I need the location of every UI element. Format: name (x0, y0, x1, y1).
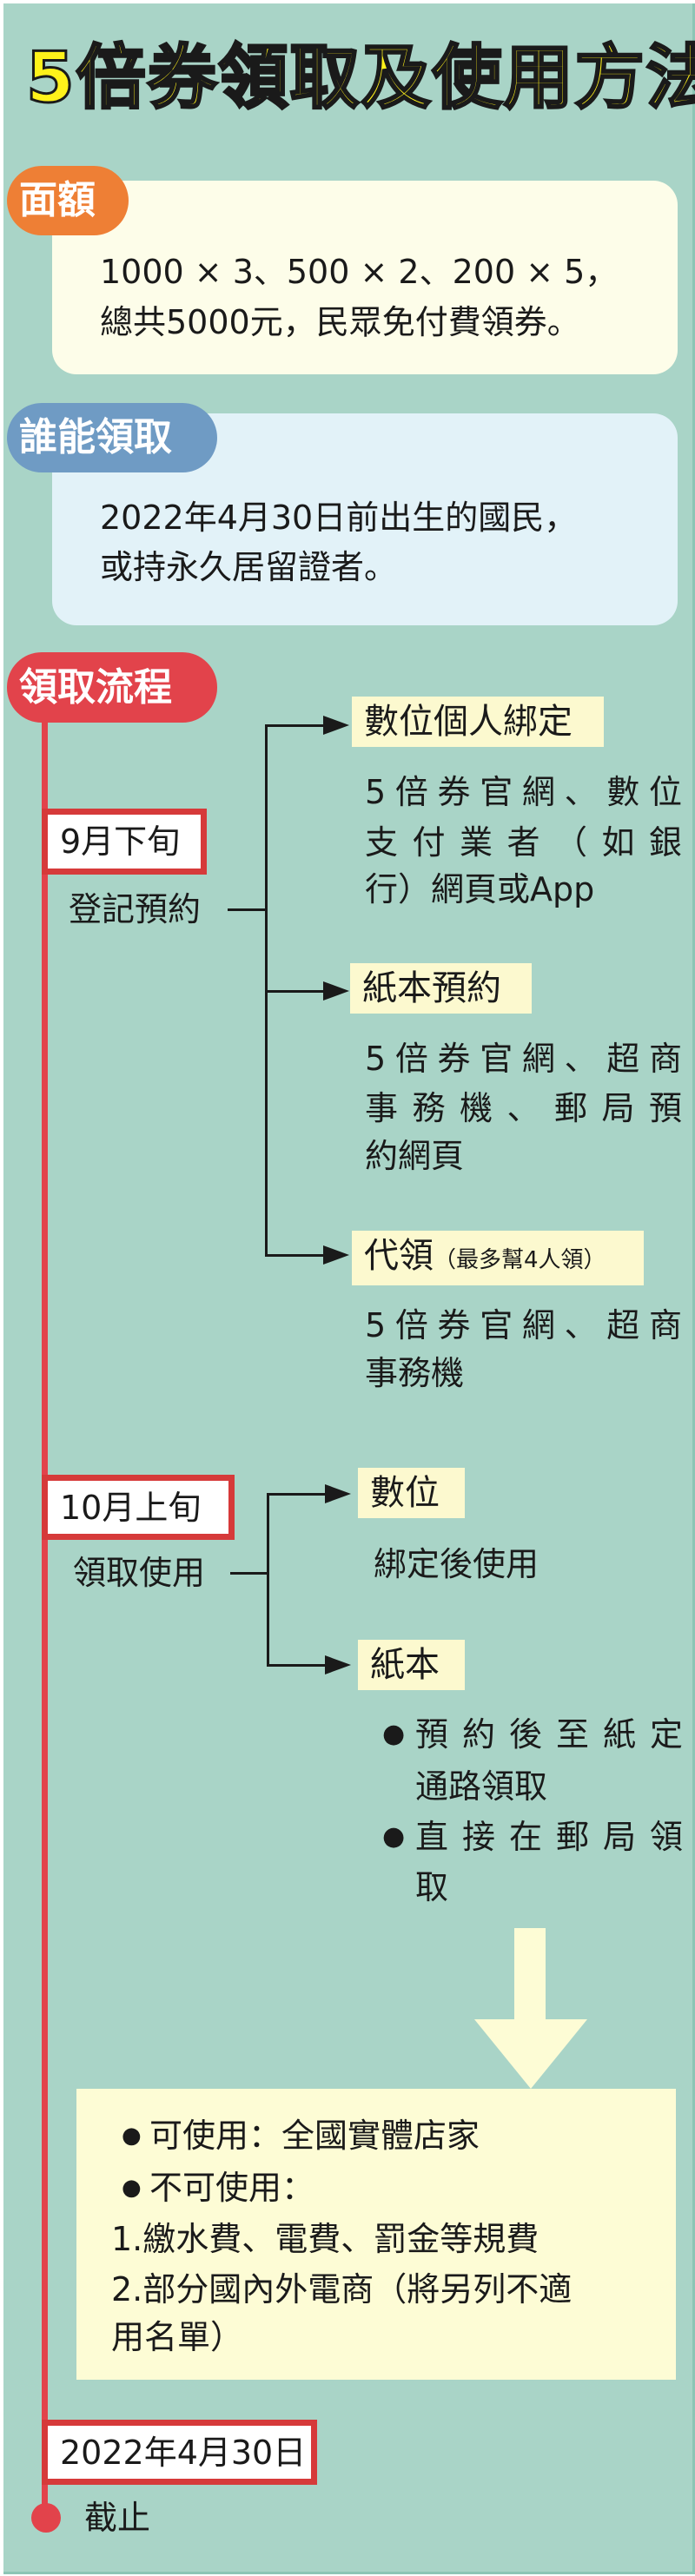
arrow-right-icon (325, 1655, 351, 1674)
timeline-end-dot (31, 2503, 61, 2533)
stage1-action: 登記預約 (69, 890, 202, 928)
process-label: 領取流程 (7, 652, 217, 723)
connector-line (267, 1493, 269, 1666)
connector-line (267, 1664, 332, 1667)
end-label: 截止 (84, 2499, 151, 2537)
option-desc-line: 綁定後使用 (374, 1545, 539, 1583)
bullet-icon: ● (122, 2123, 142, 2149)
bullet-icon: ● (382, 1719, 406, 1749)
usage-line: 1.繳水費、電費、罰金等規費 (111, 2220, 539, 2258)
bullet-line: 通路領取 (415, 1767, 548, 1806)
option-desc-line: 支付業者（如銀 (365, 823, 682, 862)
usage-allowed: 可使用：全國實體店家 (149, 2117, 480, 2155)
stage2-date: 10月上旬 (42, 1475, 235, 1540)
bullet-line: 預約後至紙定 (415, 1715, 683, 1754)
option-desc-line: 5倍券官網、超商 (365, 1306, 682, 1344)
denomination-line: 1000 × 3、500 × 2、200 × 5， (100, 253, 619, 291)
option-proxy-note: （最多幫4人領） (434, 1247, 606, 1273)
connector-line (265, 1254, 330, 1257)
stage2-action: 領取使用 (73, 1554, 206, 1592)
option-desc-line: 約網頁 (365, 1137, 465, 1175)
page-title: 5倍券領取及使用方法 (25, 36, 695, 120)
bullet-line: 取 (415, 1868, 449, 1906)
usage-line: 用名單） (111, 2318, 244, 2356)
option-desc-line: 5倍券官網、超商 (365, 1040, 682, 1078)
connector-line (265, 724, 330, 727)
usage-not-allowed: 不可使用： (149, 2169, 315, 2207)
arrow-right-icon (323, 981, 349, 1001)
arrow-right-icon (325, 1484, 351, 1503)
option-paper-reservation: 紙本預約 (350, 963, 532, 1014)
connector-line (228, 908, 267, 911)
connector-line (267, 1493, 332, 1496)
end-date: 2022年4月30日 (42, 2420, 317, 2485)
bullet-line: 直接在郵局領 (415, 1818, 683, 1856)
eligibility-label: 誰能領取 (7, 403, 217, 472)
option-desc-line: 事務機、郵局預 (365, 1089, 682, 1127)
option-digital: 數位 (358, 1468, 465, 1518)
arrow-down-shaft (514, 1928, 546, 2020)
option-desc-line: 事務機 (365, 1354, 465, 1392)
option-digital-binding: 數位個人綁定 (352, 697, 604, 747)
denomination-box (52, 181, 678, 374)
bullet-icon: ● (382, 1821, 406, 1852)
denomination-label: 面額 (7, 166, 129, 235)
arrow-right-icon (323, 716, 349, 735)
connector-line (265, 990, 330, 993)
option-desc-line: 5倍券官網、數位 (365, 773, 682, 811)
timeline-line (42, 695, 48, 2519)
option-desc-line: 行）網頁或App (365, 870, 595, 908)
connector-line (230, 1572, 268, 1575)
option-proxy-title: 代領 (364, 1236, 434, 1276)
arrow-right-icon (323, 1245, 349, 1265)
stage1-date: 9月下旬 (42, 809, 207, 875)
eligibility-line: 或持永久居留證者。 (100, 548, 398, 586)
usage-line: 2.部分國內外電商（將另列不適 (111, 2270, 573, 2308)
usage-box (76, 2089, 676, 2380)
eligibility-line: 2022年4月30日前出生的國民， (100, 499, 578, 537)
option-proxy: 代領（最多幫4人領） (352, 1231, 644, 1285)
arrow-down-icon (474, 2019, 587, 2089)
option-paper: 紙本 (358, 1640, 465, 1690)
denomination-line: 總共5000元，民眾免付費領券。 (100, 303, 580, 341)
bullet-icon: ● (122, 2175, 142, 2201)
